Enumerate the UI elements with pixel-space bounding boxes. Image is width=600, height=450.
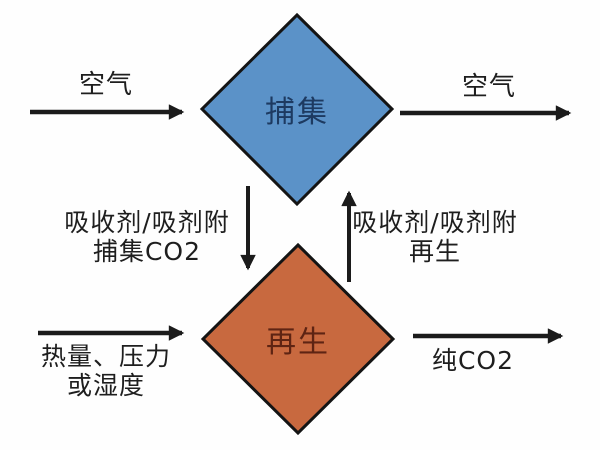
regenerate-node-label: 再生 xyxy=(266,325,330,360)
heat-input-label: 热量、压力 或湿度 xyxy=(41,342,171,400)
regenerate-node-shape xyxy=(200,242,396,436)
capture-node-shape xyxy=(199,12,395,207)
capture-co2-label-line2: 捕集CO2 xyxy=(92,237,202,266)
air-out-label: 空气 xyxy=(461,72,517,102)
capture-node-label: 捕集 xyxy=(265,95,329,130)
regenerate-sorbent-label-line2: 再生 xyxy=(408,237,461,266)
air-in-label: 空气 xyxy=(78,70,134,100)
capture-co2-label-line1: 吸收剂/吸剂附 xyxy=(64,208,230,237)
pure-co2-out-label: 纯CO2 xyxy=(431,346,515,375)
regenerate-sorbent-label: 吸收剂/吸剂附 再生 xyxy=(352,208,517,266)
heat-input-label-line1: 热量、压力 xyxy=(40,342,172,371)
regenerate-sorbent-label-line1: 吸收剂/吸剂附 xyxy=(352,208,518,237)
capture-co2-label: 吸收剂/吸剂附 捕集CO2 xyxy=(64,208,229,266)
heat-input-label-line2: 或湿度 xyxy=(66,371,146,400)
